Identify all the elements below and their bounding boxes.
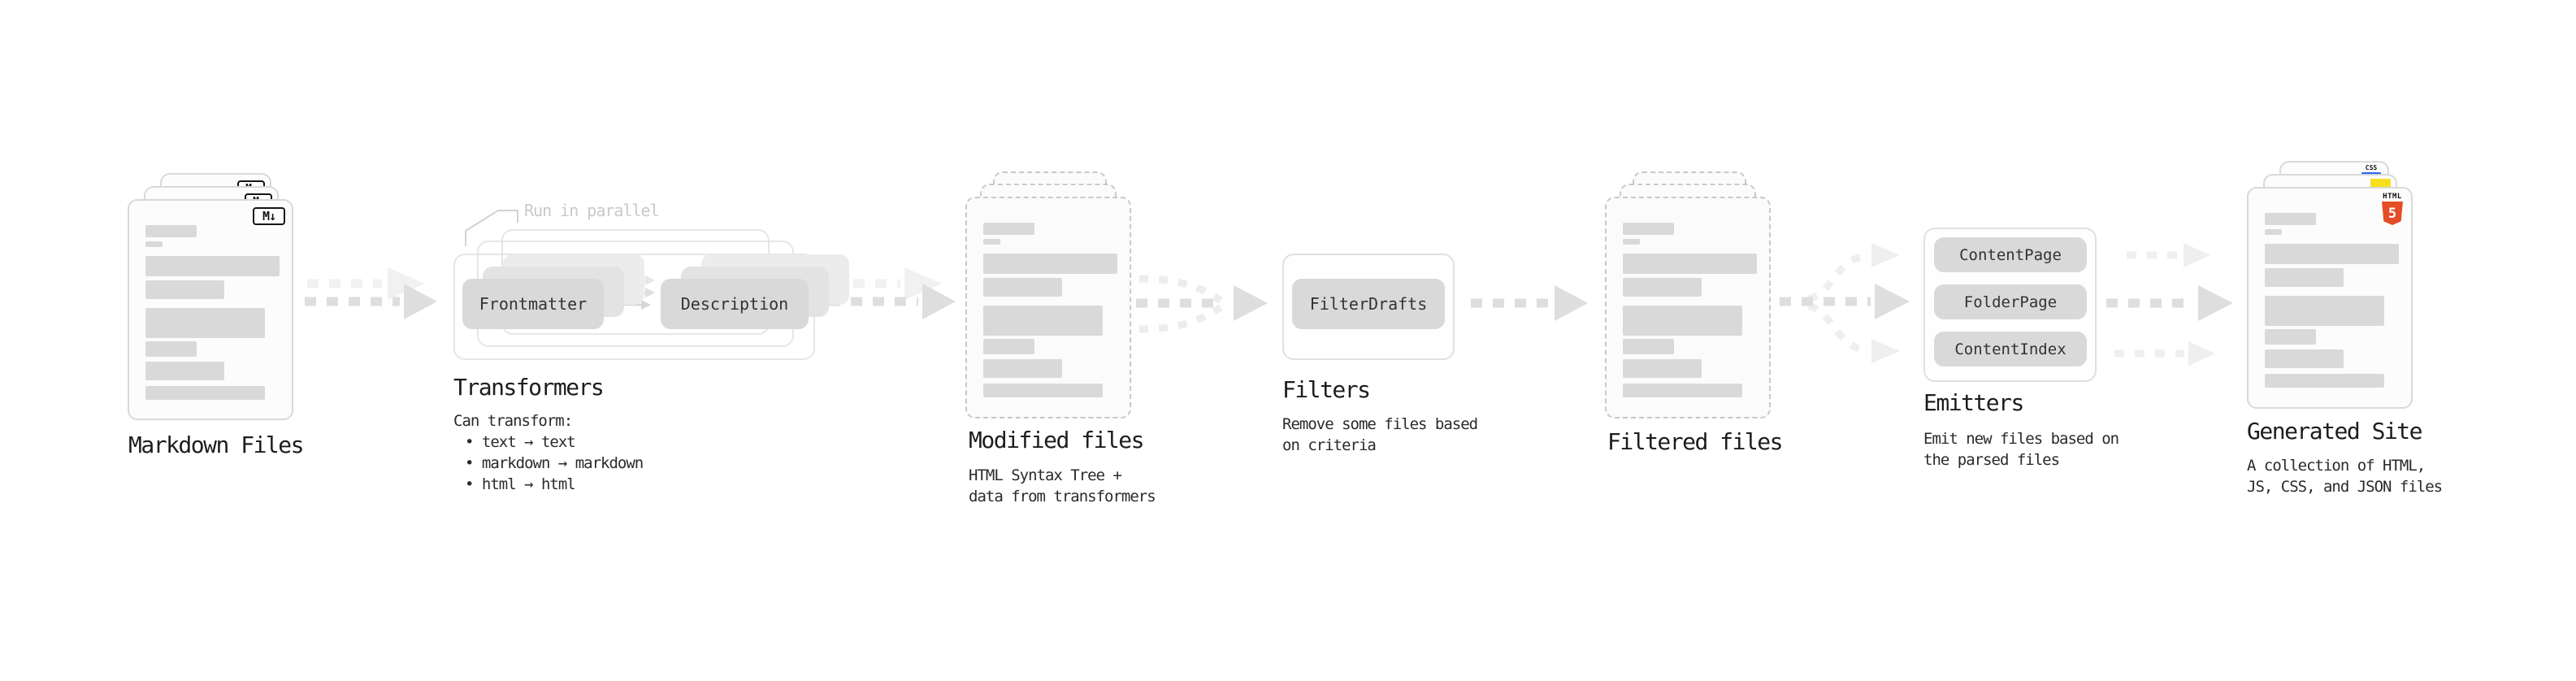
placeholder-text-bar (145, 308, 265, 338)
emitters-note-1: Emit new files based on (1923, 430, 2119, 448)
filtered-file-card-front (1605, 197, 1771, 419)
modified-file-card-front (965, 197, 1131, 419)
placeholder-text-bar (983, 359, 1062, 378)
arrow-filtered-to-emitters (1780, 243, 1910, 363)
placeholder-text-bar (983, 239, 1000, 245)
placeholder-text-bar (1623, 339, 1674, 354)
placeholder-text-bar (145, 241, 163, 247)
emitters-note-2: the parsed files (1923, 451, 2060, 469)
arrow-filters-to-filtered (1471, 285, 1588, 321)
placeholder-text-bar (983, 223, 1034, 235)
transformers-bullet-2: • markdown → markdown (465, 454, 644, 472)
modified-files-label: Modified files (969, 427, 1145, 453)
placeholder-text-bar (145, 280, 224, 299)
filters-note-1: Remove some files based (1282, 415, 1478, 433)
filters-label: Filters (1282, 376, 1371, 403)
js-logo-icon (2370, 179, 2391, 189)
contentindex-pill: ContentIndex (1934, 332, 2087, 367)
placeholder-text-bar (145, 256, 280, 276)
run-in-parallel-callout-line (465, 210, 518, 246)
arrow-modified-to-filters (1136, 275, 1268, 333)
placeholder-text-bar (1623, 384, 1742, 397)
folderpage-pill: FolderPage (1934, 284, 2087, 319)
arrow-emitters-to-generated (2106, 243, 2233, 366)
modified-files-note-1: HTML Syntax Tree + (969, 466, 1122, 484)
placeholder-text-bar (2265, 296, 2384, 326)
modified-files-note-2: data from transformers (969, 488, 1156, 505)
placeholder-text-bar (1623, 278, 1702, 297)
placeholder-text-bar (145, 341, 197, 357)
contentpage-pill: ContentPage (1934, 237, 2087, 272)
placeholder-text-bar (1623, 254, 1757, 274)
placeholder-text-bar (1623, 306, 1742, 336)
transformers-note-title: Can transform: (453, 412, 573, 430)
frontmatter-pill: Frontmatter (462, 279, 604, 329)
markdown-files-label: Markdown Files (128, 432, 305, 458)
html5-logo-word: HTML (2383, 193, 2402, 201)
placeholder-text-bar (2265, 374, 2384, 388)
html5-logo-icon: HTML 5 (2380, 193, 2405, 225)
placeholder-text-bar (2265, 329, 2316, 345)
transformers-bullet-1: • text → text (465, 433, 576, 451)
description-pill: Description (661, 279, 809, 329)
placeholder-text-bar (1623, 359, 1702, 378)
placeholder-text-bar (983, 278, 1062, 297)
placeholder-text-bar (2265, 213, 2316, 225)
filters-note-2: on criteria (1282, 436, 1377, 454)
emitters-label: Emitters (1923, 389, 2024, 416)
filtered-files-label: Filtered files (1607, 428, 1784, 455)
css-logo-word: CSS (2365, 164, 2378, 171)
placeholder-text-bar (145, 386, 265, 400)
transformers-bullet-3: • html → html (465, 475, 576, 493)
generated-site-label: Generated Site (2247, 418, 2423, 445)
arrow-markdown-to-transformers (305, 267, 437, 319)
transformers-label: Transformers (453, 374, 605, 401)
arrow-transformers-to-modified (829, 267, 956, 319)
generated-file-card-front: HTML 5 (2247, 187, 2413, 409)
placeholder-text-bar (983, 254, 1117, 274)
placeholder-text-bar (1623, 239, 1640, 245)
placeholder-text-bar (983, 306, 1103, 336)
placeholder-text-bar (145, 225, 197, 237)
placeholder-text-bar (2265, 268, 2344, 287)
markdown-file-card-front: M↓ (128, 199, 293, 420)
placeholder-text-bar (2265, 349, 2344, 368)
placeholder-text-bar (1623, 223, 1674, 235)
placeholder-text-bar (145, 362, 224, 380)
filterdrafts-pill: FilterDrafts (1292, 279, 1445, 329)
placeholder-text-bar (983, 339, 1034, 354)
run-in-parallel-label: Run in parallel (524, 201, 660, 220)
placeholder-text-bar (983, 384, 1103, 397)
html5-logo-shield: 5 (2382, 202, 2403, 225)
html5-logo-number: 5 (2387, 205, 2397, 222)
markdown-logo-icon: M↓ (253, 207, 285, 225)
placeholder-text-bar (2265, 244, 2399, 264)
generated-site-note-2: JS, CSS, and JSON files (2247, 478, 2443, 496)
generated-site-note-1: A collection of HTML, (2247, 457, 2426, 475)
placeholder-text-bar (2265, 229, 2282, 235)
